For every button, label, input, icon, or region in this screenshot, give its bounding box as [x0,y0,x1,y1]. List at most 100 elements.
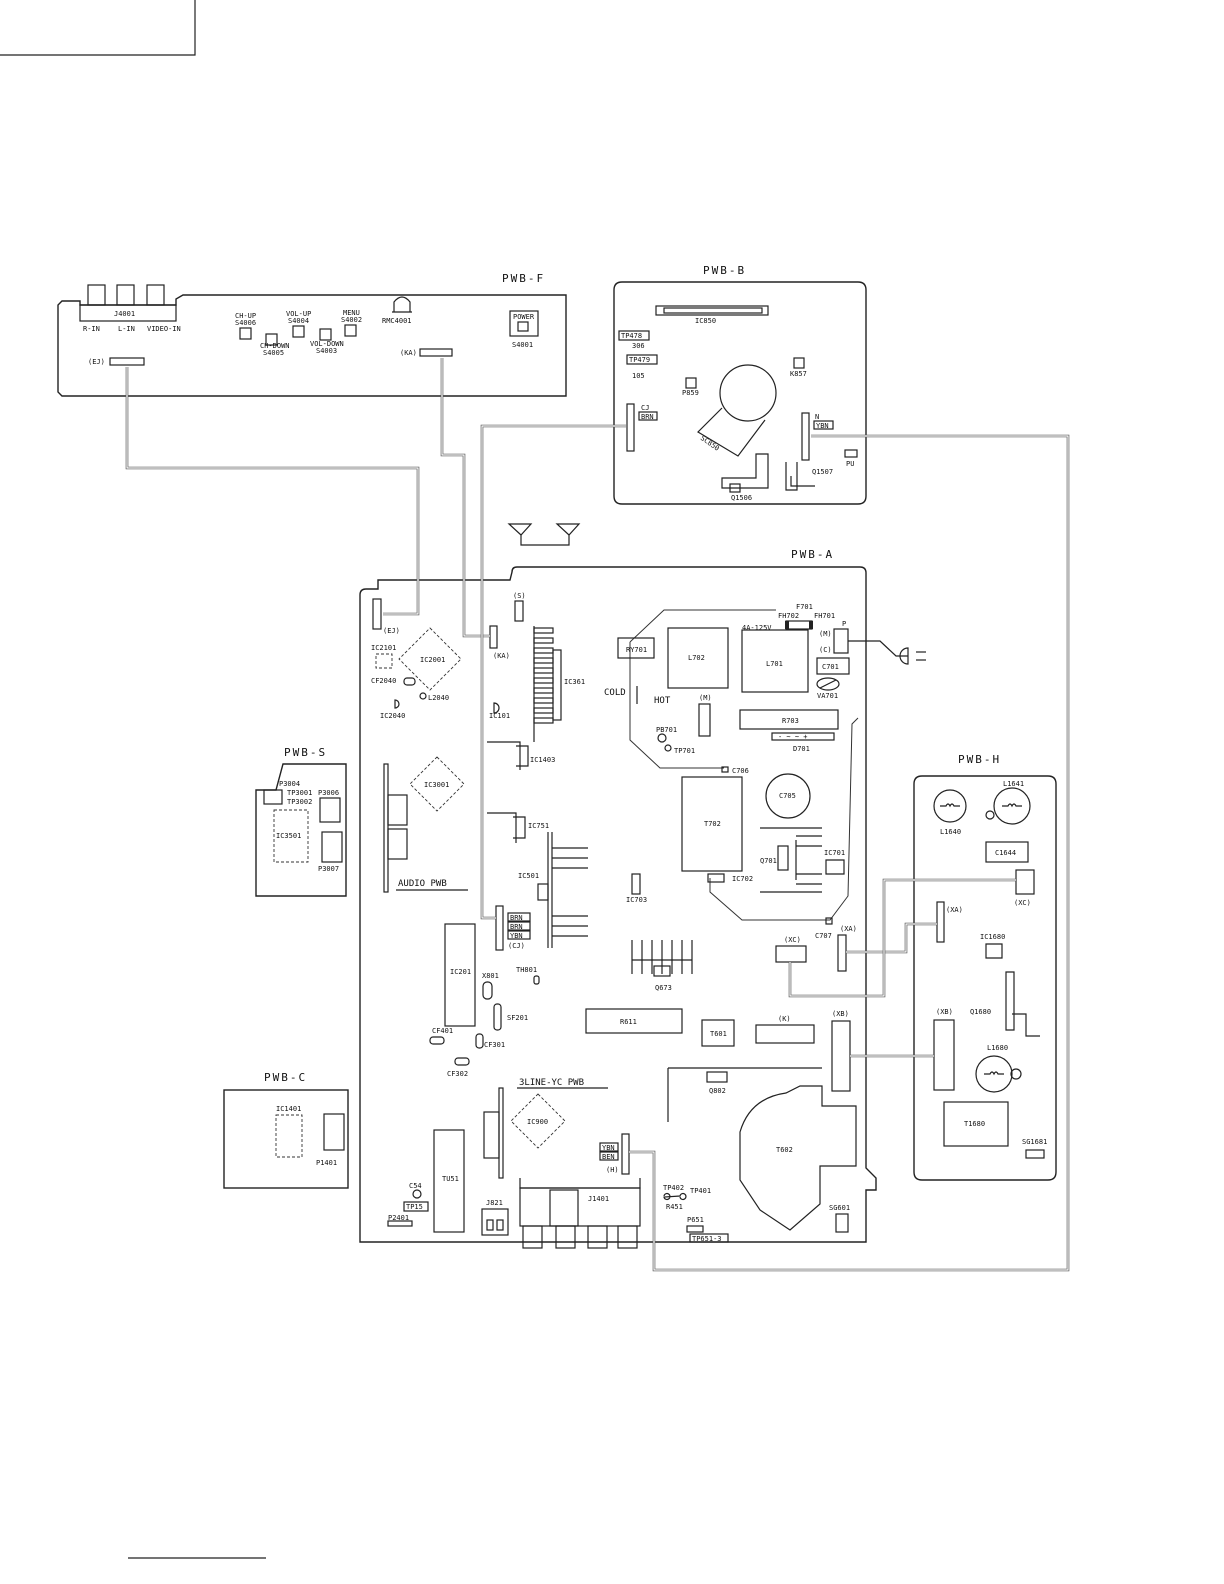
h-tag-2: BEN [602,1153,615,1161]
sg601-label: SG601 [829,1204,850,1212]
c707-label: C707 [815,932,832,940]
x801-label: X801 [482,972,499,980]
va701-label: VA701 [817,692,838,700]
ic1403-label: IC1403 [530,756,555,764]
s4004-label: S4004 [288,317,309,325]
p859-label: P859 [682,389,699,397]
fh701-label: FH701 [814,612,835,620]
cj-tag-3: YBN [510,932,523,940]
fuse-rating: 4A-125V [742,624,772,632]
t602-flyback [739,1085,857,1231]
k-connector [755,1024,815,1044]
ka-label-a: (KA) [493,652,510,660]
r-in-label: R-IN [83,325,100,333]
n-tag: YBN [816,422,829,430]
k857-label: K857 [790,370,807,378]
j1401-label: J1401 [588,1195,609,1203]
cj-label-a: (CJ) [508,942,525,950]
cf301-label: CF301 [484,1041,505,1049]
n-connector [801,412,810,461]
l701-label: L701 [766,660,783,668]
ic3001-label: IC3001 [424,781,449,789]
ka-connector-label: (KA) [400,349,417,357]
ej-connector-a [372,598,382,630]
t1680-transformer [943,1101,1009,1147]
h-label: (H) [606,1166,619,1174]
ic2001-chip [398,627,462,691]
ic201-label: IC201 [450,968,471,976]
p-connector [833,628,849,654]
tp478-label: TP478 [621,332,642,340]
d701-pins: - ~ ~ + [778,733,808,741]
3line-yc-label: 3LINE-YC PWB [519,1078,584,1088]
m2-label: (M) [699,694,712,702]
speaker-left-icon [507,523,533,536]
p3006-label: P3006 [318,789,339,797]
h-connector [621,1133,630,1175]
3line-yc-board [498,1087,504,1179]
s4001-label: S4001 [512,341,533,349]
tp402-label: TP402 [663,1184,684,1192]
power-switch [509,310,539,337]
cj-connector [626,403,635,452]
t602-label: T602 [776,1146,793,1154]
cj-tag: BRN [641,413,654,421]
c701-cap [816,657,850,675]
ic2001-label: IC2001 [420,656,445,664]
pwb-s-board: PWB-S P3004 TP3001 TP3002 P3006 IC3501 P… [255,746,347,897]
ic3501-chip [273,809,309,863]
ic900-chip [510,1093,566,1149]
cj-tag-1: BRN [510,914,523,922]
ic701-label: IC701 [824,849,845,857]
ic1401-label: IC1401 [276,1105,301,1113]
h-tag-1: YBN [602,1144,615,1152]
s-connector-label: (S) [513,592,526,600]
l-in-label: L-IN [118,325,135,333]
t702-label: T702 [704,820,721,828]
f701-label: F701 [796,603,813,611]
pwb-s-title: PWB-S [284,746,327,759]
ac-cord [848,640,908,657]
pwb-a-board: PWB-A (S) (EJ) (KA) IC2101 IC2001 CF2040… [359,523,926,1249]
cj-label: CJ [641,404,649,412]
p651-label: P651 [687,1216,704,1224]
ic751-label: IC751 [528,822,549,830]
ic1401-chip [275,1114,303,1158]
ch-up-switch [239,327,252,340]
p859-part [685,377,697,389]
l702-label: L702 [688,654,705,662]
pwb-h-board: PWB-H L1640 L1641 C1644 (XC) (XA) IC1680… [913,753,1057,1181]
l1640-label: L1640 [940,828,961,836]
ic201-chip [444,923,476,1027]
c54-label: C54 [409,1182,422,1190]
pwb-f-board: PWB-F J4001 R-IN L-IN VIDEO-IN CH-UP S40… [57,272,567,397]
s4006-label: S4006 [235,319,256,327]
ic3501-label: IC3501 [276,832,301,840]
s4003-label: S4003 [316,347,337,355]
tp401-label: TP401 [690,1187,711,1195]
p-label: P [842,620,846,628]
q802-label: Q802 [709,1087,726,1095]
pwb-f-title: PWB-F [502,272,545,285]
pwb-h-title: PWB-H [958,753,1001,766]
l2040-label: L2040 [428,694,449,702]
sf201-label: SF201 [507,1014,528,1022]
c1644-cap [985,841,1029,863]
t601-transformer [701,1019,735,1047]
r611-label: R611 [620,1018,637,1026]
pu-label: PU [846,460,854,468]
d701-bridge [771,732,835,741]
q1506-label: Q1506 [731,494,752,502]
ej-connector-label: (EJ) [88,358,105,366]
t702-transformer [681,776,743,872]
crt-socket [719,364,777,422]
q673-label: Q673 [655,984,672,992]
xa-connector-h [936,901,945,943]
r451-label: R451 [666,1203,683,1211]
tp701-label: TP701 [674,747,695,755]
rmc4001-label: RMC4001 [382,317,412,325]
m-label: (M) [819,630,832,638]
hot-zone-boundary [629,609,776,643]
ic2040-label: IC2040 [380,712,405,720]
